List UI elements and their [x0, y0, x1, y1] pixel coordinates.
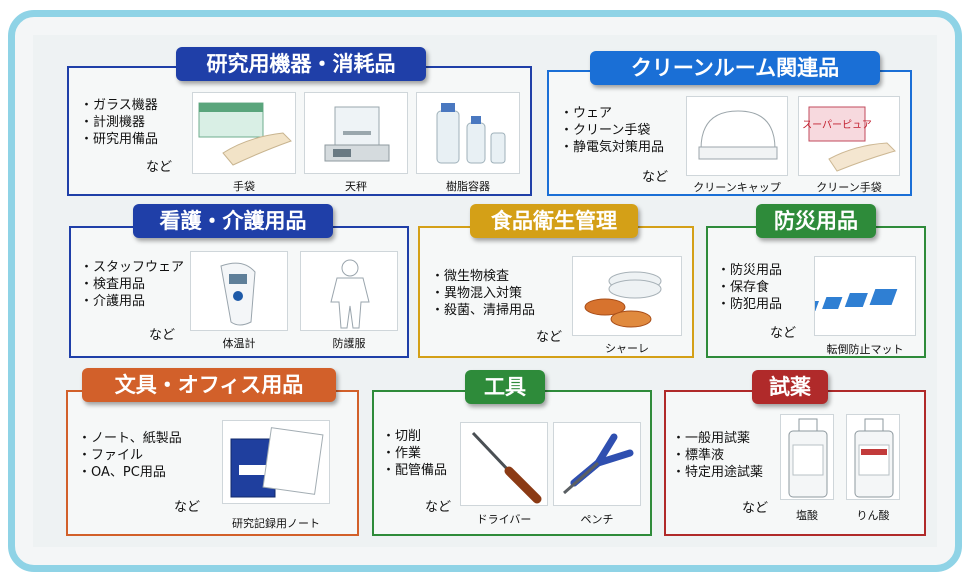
photo-caption-pliers: ペンチ — [580, 513, 614, 526]
list-item: スタッフウェア — [80, 259, 184, 276]
cleanroom-etc-label: など — [642, 170, 669, 185]
photo-caption-resin-containers: 樹脂容器 — [446, 180, 490, 193]
photo-caption-balance: 天秤 — [345, 180, 367, 193]
hydrochloric-acid-bottle-photo — [780, 414, 834, 500]
pliers-photo — [553, 422, 641, 506]
thermometer-photo — [190, 251, 288, 331]
disaster-etc-label: など — [770, 326, 797, 341]
reagents-item-list: 一般用試薬 標準液 特定用途試薬 — [672, 430, 763, 481]
list-item: 保存食 — [717, 279, 782, 296]
section-office-title: 文具・オフィス用品 — [82, 368, 336, 402]
list-item: OA、PC用品 — [78, 464, 182, 481]
reagents-etc-label: など — [742, 501, 769, 516]
food-etc-label: など — [536, 330, 563, 345]
lab-etc-label: など — [146, 160, 173, 175]
photo-caption-protective-suit: 防護服 — [332, 337, 366, 350]
list-item: 作業 — [382, 445, 447, 462]
list-item: 防犯用品 — [717, 296, 782, 313]
list-item: 研究用備品 — [80, 131, 158, 148]
list-item: 配管備品 — [382, 462, 447, 479]
section-reagents-title: 試薬 — [752, 370, 828, 404]
list-item: 殺菌、清掃用品 — [431, 302, 535, 319]
list-item: クリーン手袋 — [560, 122, 664, 139]
food-item-list: 微生物検査 異物混入対策 殺菌、清掃用品 — [431, 268, 535, 319]
glove-box-label: スーパーピュア — [802, 119, 872, 131]
photo-caption-phosphoric-acid: りん酸 — [856, 509, 890, 522]
lab-notebook-photo — [222, 420, 330, 504]
cleanroom-item-list: ウェア クリーン手袋 静電気対策用品 — [560, 105, 664, 156]
petri-dish-photo — [572, 256, 682, 336]
list-item: 検査用品 — [80, 276, 184, 293]
nursing-item-list: スタッフウェア 検査用品 介護用品 — [80, 259, 184, 310]
list-item: 一般用試薬 — [672, 430, 763, 447]
screwdriver-photo — [460, 422, 548, 506]
phosphoric-acid-bottle-photo — [846, 414, 900, 500]
disaster-item-list: 防災用品 保存食 防犯用品 — [717, 262, 782, 313]
list-item: ウェア — [560, 105, 664, 122]
list-item: 微生物検査 — [431, 268, 535, 285]
clean-gloves-photo: スーパーピュア — [798, 96, 900, 176]
section-disaster-title: 防災用品 — [756, 204, 876, 238]
photo-caption-anti-tip-mat: 転倒防止マット — [826, 343, 904, 356]
list-item: ノート、紙製品 — [78, 430, 182, 447]
list-item: 静電気対策用品 — [560, 139, 664, 156]
protective-suit-photo — [300, 251, 398, 331]
nursing-etc-label: など — [149, 328, 176, 343]
list-item: 切削 — [382, 428, 447, 445]
list-item: 特定用途試薬 — [672, 464, 763, 481]
list-item: ファイル — [78, 447, 182, 464]
photo-caption-hydrochloric-acid: 塩酸 — [796, 509, 818, 522]
photo-caption-thermometer: 体温計 — [222, 337, 256, 350]
clean-cap-photo — [686, 96, 788, 176]
list-item: 計測機器 — [80, 114, 158, 131]
photo-caption-clean-cap: クリーンキャップ — [693, 181, 781, 194]
list-item: 防災用品 — [717, 262, 782, 279]
list-item: 介護用品 — [80, 293, 184, 310]
photo-caption-petri-dish: シャーレ — [605, 342, 649, 355]
list-item: 異物混入対策 — [431, 285, 535, 302]
section-lab-title: 研究用機器・消耗品 — [176, 47, 426, 81]
photo-caption-lab-notebook: 研究記録用ノート — [232, 517, 320, 530]
lab-item-list: ガラス機器 計測機器 研究用備品 — [80, 97, 158, 148]
section-food-title: 食品衛生管理 — [470, 204, 638, 238]
gloves-photo — [192, 92, 296, 174]
resin-containers-photo — [416, 92, 520, 174]
balance-photo — [304, 92, 408, 174]
photo-caption-clean-gloves: クリーン手袋 — [816, 181, 882, 194]
office-etc-label: など — [174, 500, 201, 515]
office-item-list: ノート、紙製品 ファイル OA、PC用品 — [78, 430, 182, 481]
photo-caption-screwdriver: ドライバー — [476, 513, 532, 526]
section-cleanroom-title: クリーンルーム関連品 — [590, 51, 880, 85]
tools-item-list: 切削 作業 配管備品 — [382, 428, 447, 479]
section-nursing-title: 看護・介護用品 — [133, 204, 333, 238]
anti-tip-mat-photo — [814, 256, 916, 336]
list-item: ガラス機器 — [80, 97, 158, 114]
photo-caption-gloves: 手袋 — [233, 180, 255, 193]
section-tools-title: 工具 — [465, 370, 545, 404]
list-item: 標準液 — [672, 447, 763, 464]
tools-etc-label: など — [425, 500, 452, 515]
